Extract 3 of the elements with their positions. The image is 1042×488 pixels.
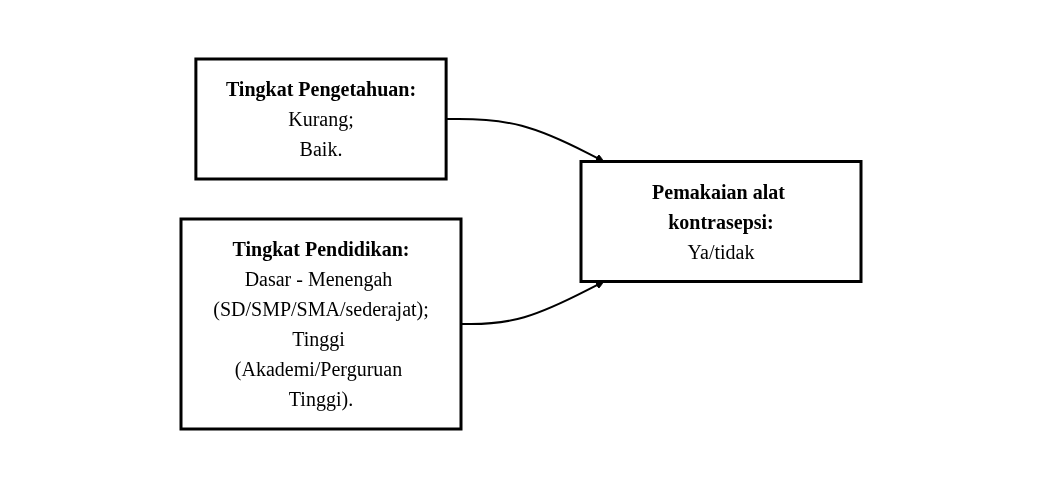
node-box: Pemakaian alat kontrasepsi: Ya/tidak — [579, 160, 863, 283]
node-box: Tingkat Pendidikan: Dasar - Menengah (SD/SMP/SMA/sederajat); Tinggi (Akademi/Perguruan Tinggi). — [179, 217, 463, 431]
node-box: Tingkat Pengetahuan: Kurang; Baik. — [194, 57, 448, 181]
